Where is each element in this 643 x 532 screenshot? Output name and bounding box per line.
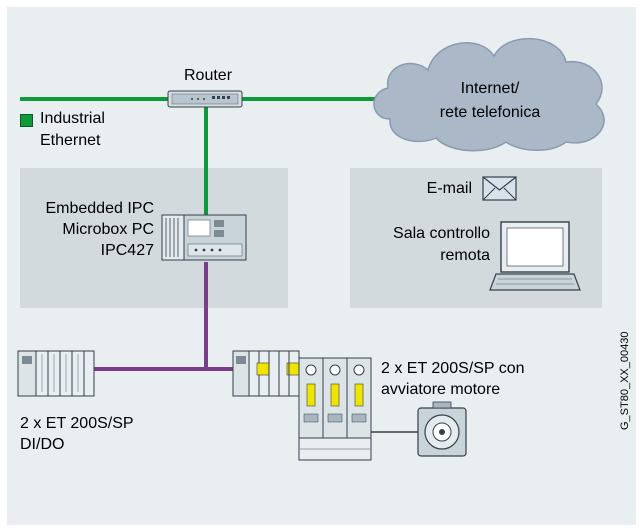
motor-icon (417, 401, 467, 457)
et200-left-label-line2: DI/DO (20, 436, 65, 453)
ipc-label-line1: Embedded IPC (45, 200, 154, 217)
cloud-label-line1: Internet/ (460, 80, 520, 97)
et200-right-label-line1: 2 x ET 200S/SP con (381, 360, 525, 377)
et200-di-do-icon (17, 350, 95, 397)
ipc-label-line3: IPC427 (100, 242, 154, 259)
email-label: E-mail (426, 180, 472, 197)
cloud-label-line2: rete telefonica (439, 104, 541, 121)
router-label: Router (184, 67, 233, 84)
ipc-device-icon (161, 214, 247, 261)
router-icon (167, 90, 243, 108)
industrial-ethernet-legend-swatch (20, 114, 33, 127)
et200-motor-starter-icon (232, 350, 372, 461)
control-room-label-line2: remota (440, 247, 490, 264)
laptop-icon (489, 221, 581, 291)
email-icon (482, 176, 517, 201)
et200-right-label-line2: avviatore motore (381, 381, 501, 398)
ipc-label-line2: Microbox PC (62, 221, 154, 238)
figure-code: G_ST80_XX_00430 (619, 331, 631, 430)
et200-left-label-line1: 2 x ET 200S/SP (20, 415, 134, 432)
legend-label-line2: Ethernet (40, 132, 101, 149)
cloud-icon (373, 37, 605, 152)
control-room-label-line1: Sala controllo (393, 225, 490, 242)
legend-label-line1: Industrial (40, 110, 105, 127)
